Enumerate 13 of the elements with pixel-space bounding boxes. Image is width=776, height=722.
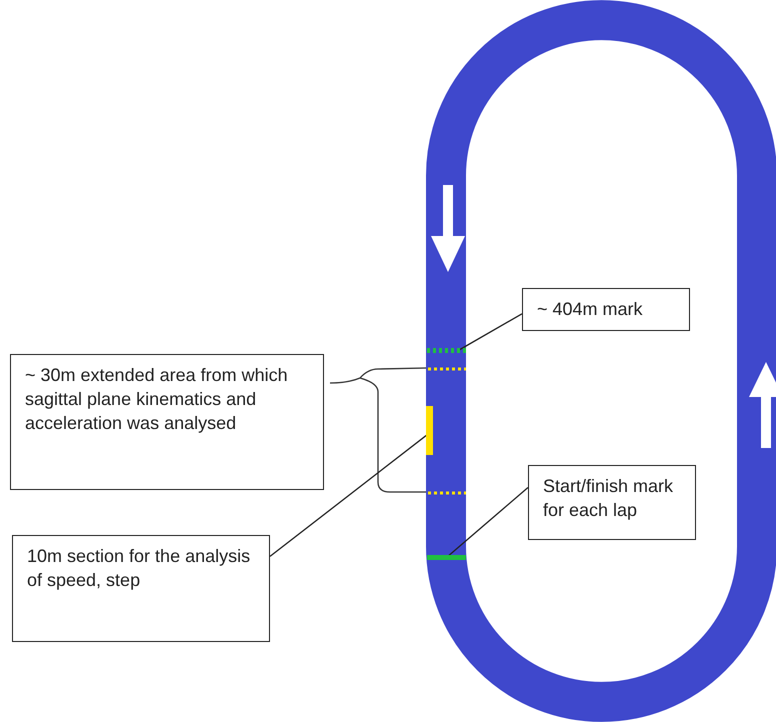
line-mark xyxy=(427,555,466,560)
leader-line xyxy=(458,313,522,352)
callout-text: Start/finish mark for each lap xyxy=(543,475,674,522)
callout-box xyxy=(528,465,696,540)
callout-box xyxy=(12,535,270,642)
dotted-mark xyxy=(427,348,466,353)
callout-box xyxy=(10,354,324,490)
callout-text: 10m section for the analysis of speed, step xyxy=(27,545,252,592)
callout-box xyxy=(522,288,690,331)
callout-text: ~ 404m mark xyxy=(537,298,644,321)
sensor-strip xyxy=(426,406,433,455)
leader-line xyxy=(446,487,528,558)
callout-text: ~ 30m extended area from which sagittal plane kinematics and acceleration was analysed xyxy=(25,364,289,435)
